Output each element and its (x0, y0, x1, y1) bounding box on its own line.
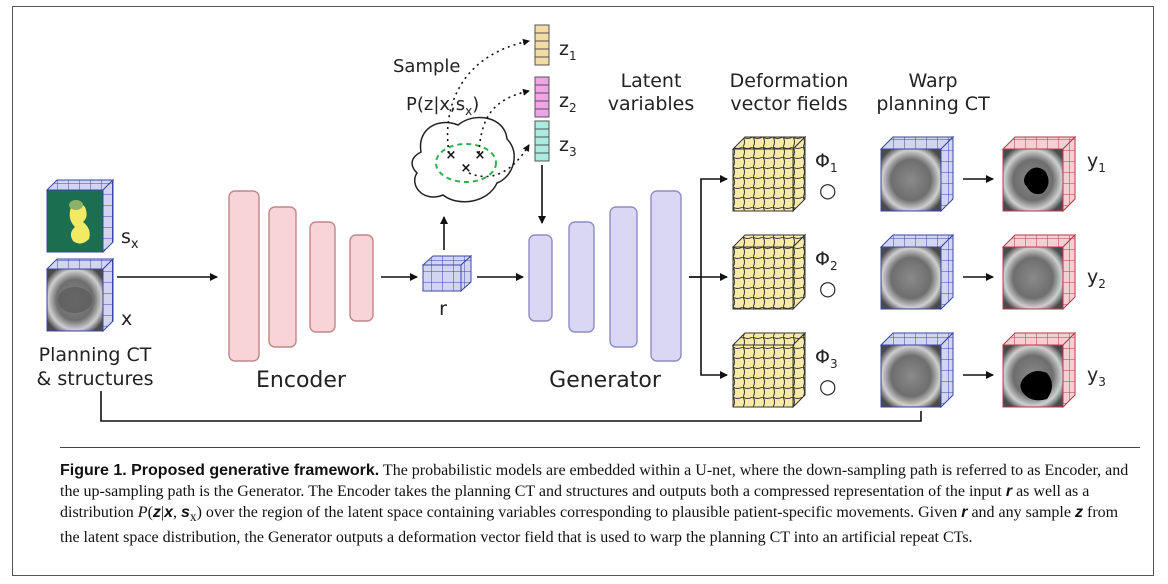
latent-distribution-blob (411, 116, 515, 203)
phi3-label: Φ3 (815, 346, 838, 371)
latent-representation-r (421, 254, 473, 293)
planning-ct-volume-2 (879, 233, 955, 311)
sample-arrow-z2 (478, 88, 530, 154)
caption-text: The probabilistic models are embedded wi… (60, 462, 1129, 500)
y3-label: y3 (1087, 364, 1106, 389)
input-caption-line2: & structures (37, 368, 154, 390)
caption-text: from the latent space distribution, the … (60, 504, 1119, 547)
r-label: r (439, 298, 447, 320)
sample-point: × (446, 148, 457, 163)
caption-text: as well as a distribution (60, 483, 1090, 521)
dvf-volume-2 (731, 233, 807, 311)
z2-vector (534, 76, 550, 118)
encoder-layer (268, 206, 297, 348)
y1-label: y1 (1087, 150, 1106, 175)
caption-var-x: x (164, 504, 173, 521)
caption-var-r: r (1005, 483, 1013, 500)
z3-label: z3 (559, 134, 577, 159)
encoder-layer (349, 234, 374, 322)
ct-volume (45, 257, 115, 333)
y2-label: y2 (1087, 266, 1106, 291)
caption-comma: , (173, 504, 181, 521)
structure-shape (69, 203, 90, 244)
encoder-layer (309, 221, 336, 333)
generator-label: Generator (549, 368, 662, 393)
caption-text: and any sample (967, 504, 1075, 521)
output-ct-volume-1 (1001, 135, 1077, 213)
caption-var-s-sub: x (189, 509, 197, 525)
ct-label: x (121, 308, 132, 330)
dvf-header-line2: vector fields (730, 93, 847, 115)
arrow-generator-dvf3 (700, 277, 728, 379)
framework-diagram: sx x Planning CT & structures Encoder r … (37, 24, 1106, 422)
figure-frame: sx x Planning CT & structures Encoder r … (12, 6, 1154, 576)
caption-var-z: z (1074, 504, 1083, 521)
output-ct-volume-3 (1001, 331, 1077, 409)
planning-ct-volume-1 (879, 135, 955, 213)
dvf-volume-1 (731, 135, 807, 213)
caption-var-s: s (181, 504, 190, 521)
seg-volume (45, 178, 115, 254)
latent-header-line1: Latent (621, 70, 682, 92)
compose-symbol-2: ○ (819, 276, 836, 300)
warp-header-line1: Warp (908, 70, 957, 92)
caption-label: Figure 1. Proposed generative framework. (60, 462, 380, 479)
compose-symbol-3: ○ (819, 374, 836, 398)
dist-label: P(z|x,sx) (406, 94, 479, 118)
sample-region-ellipse (435, 143, 497, 183)
output-ct-volume-2 (1001, 233, 1077, 311)
z1-label: z1 (559, 38, 577, 63)
generator-layer (650, 190, 682, 362)
generator-layer (528, 234, 553, 322)
sample-arrow-z3 (468, 144, 530, 178)
sample-point: × (461, 161, 472, 176)
compose-symbol-1: ○ (819, 178, 836, 202)
encoder-label: Encoder (256, 368, 347, 393)
seg-label: sx (121, 226, 139, 252)
dvf-header-line1: Deformation (730, 70, 849, 92)
arrow-generator-dvf1 (689, 175, 728, 278)
z2-label: z2 (559, 90, 577, 115)
figure-caption: Figure 1. Proposed generative framework.… (60, 447, 1140, 548)
generator-block (528, 190, 682, 362)
caption-paren: ( (147, 504, 153, 521)
caption-var-r: r (961, 504, 968, 521)
warp-header-line2: planning CT (876, 93, 990, 115)
sample-arrow-z1 (446, 38, 530, 154)
planning-ct-volume-3 (879, 331, 955, 409)
input-caption-line1: Planning CT (39, 344, 152, 366)
dvf-volume-3 (731, 331, 807, 409)
encoder-block (228, 190, 374, 362)
z1-vector (534, 24, 550, 66)
caption-bar: | (160, 504, 165, 521)
caption-paren: ) (196, 504, 202, 521)
encoder-layer (228, 190, 260, 362)
phi2-label: Φ2 (815, 248, 838, 273)
generator-layer (568, 221, 595, 333)
phi1-label: Φ1 (815, 150, 838, 175)
caption-var-z: z (152, 504, 161, 521)
sample-point: × (475, 148, 486, 163)
sample-label: Sample (393, 56, 461, 77)
z3-vector (534, 120, 550, 162)
skip-connection-line (100, 391, 922, 422)
caption-var-P: P (137, 504, 148, 521)
latent-header-line2: variables (608, 93, 695, 115)
caption-text: over the region of the latent space cont… (201, 504, 962, 521)
generator-layer (609, 206, 638, 348)
